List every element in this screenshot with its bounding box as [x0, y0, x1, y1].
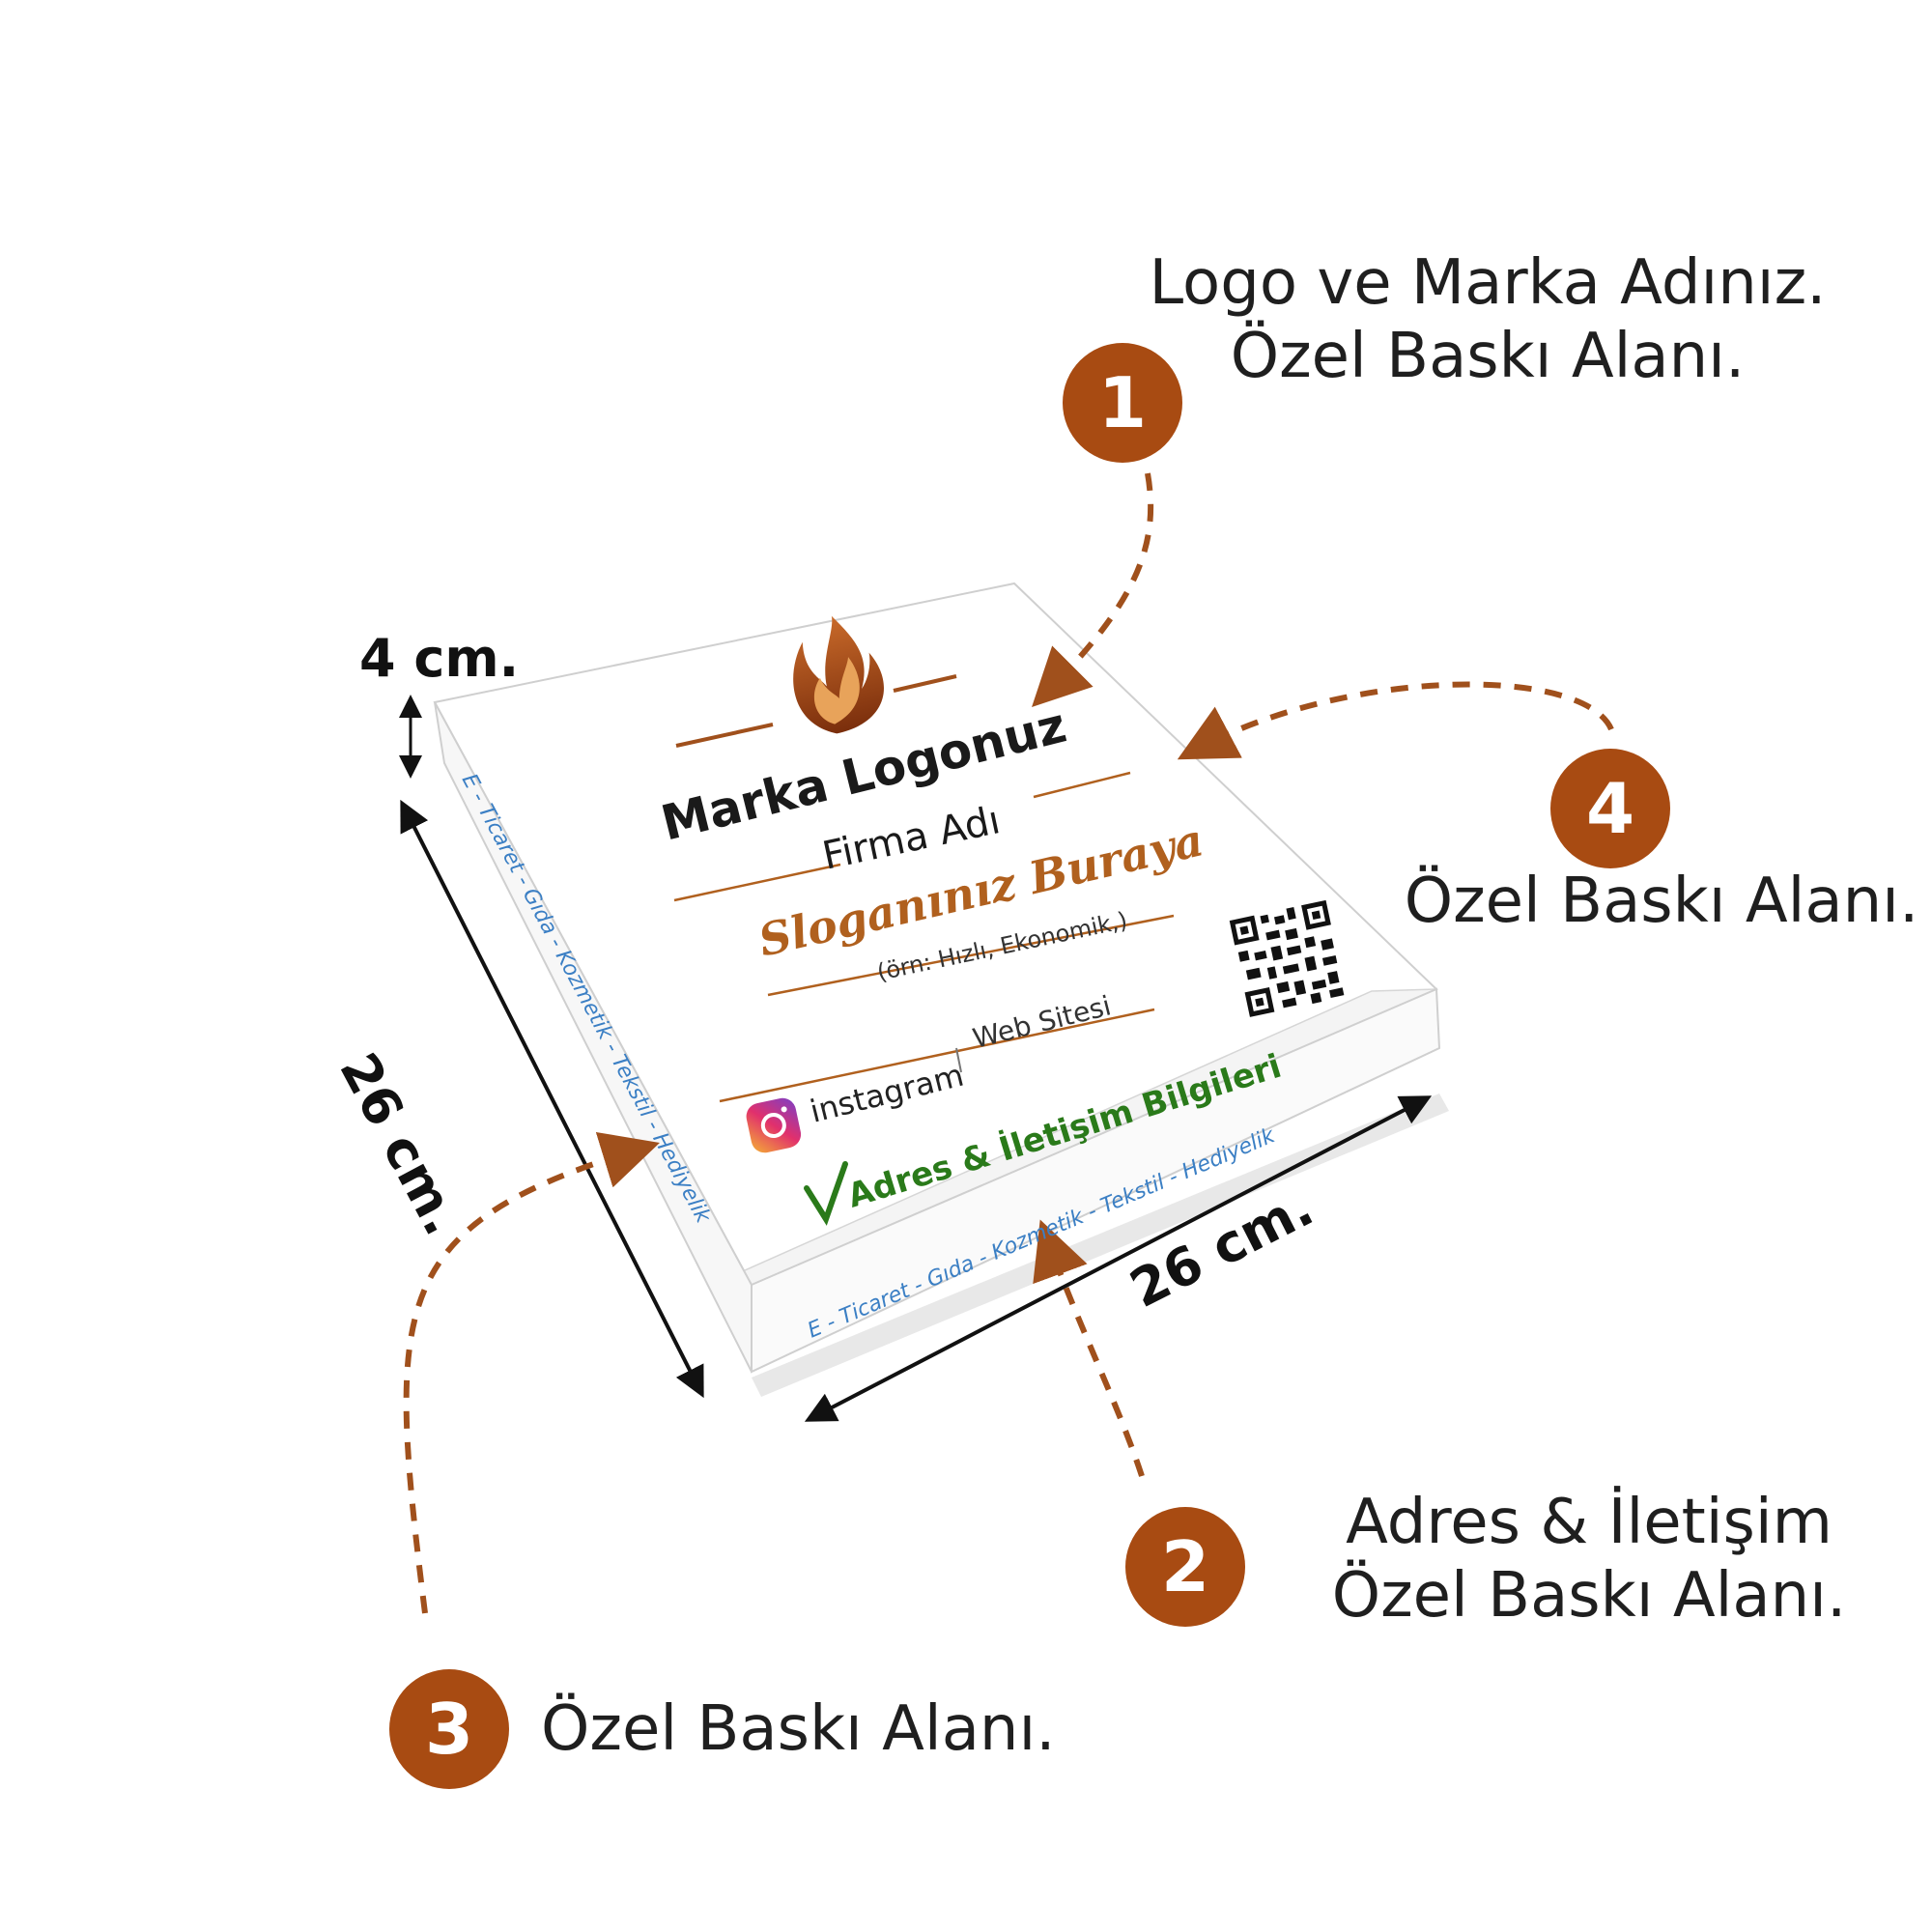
- qr-code-icon: [1225, 895, 1351, 1022]
- logo-line-left: [675, 723, 774, 748]
- callout-4-badge: 4: [1550, 749, 1670, 868]
- web-divider: [955, 1047, 962, 1073]
- callout-1-text: Logo ve Marka Adınız. Özel Baskı Alanı.: [1121, 246, 1855, 393]
- callout-2-text: Adres & İletişim Özel Baskı Alanı.: [1275, 1486, 1903, 1633]
- callout-arrow-4: [1177, 681, 1614, 760]
- logo-line-right: [893, 674, 957, 693]
- flame-logo-icon: [793, 615, 884, 734]
- callout-2-line2: Özel Baskı Alanı.: [1331, 1560, 1847, 1632]
- callout-2-badge: 2: [1125, 1507, 1245, 1627]
- instagram-icon: [746, 1097, 802, 1153]
- sep-line-2: [767, 914, 1175, 997]
- sep-line-3: [719, 1008, 1155, 1103]
- sep-line-1b: [1033, 771, 1131, 799]
- callout-1-badge: 1: [1063, 343, 1182, 463]
- callout-3-text: Özel Baskı Alanı.: [541, 1693, 1056, 1765]
- depth-dim-arrow: [400, 799, 704, 1399]
- callout-arrow-3: [403, 1131, 660, 1614]
- width-dim-arrow: [804, 1095, 1433, 1422]
- callout-4-text: Özel Baskı Alanı.: [1404, 866, 1919, 937]
- callout-1-line2: Özel Baskı Alanı.: [1230, 321, 1746, 392]
- height-dim-label: 4 cm.: [359, 628, 520, 689]
- callout-arrow-1: [1032, 472, 1154, 707]
- callout-2-line1: Adres & İletişim: [1346, 1487, 1833, 1558]
- callout-3-badge: 3: [389, 1669, 509, 1789]
- callout-1-line1: Logo ve Marka Adınız.: [1149, 247, 1827, 319]
